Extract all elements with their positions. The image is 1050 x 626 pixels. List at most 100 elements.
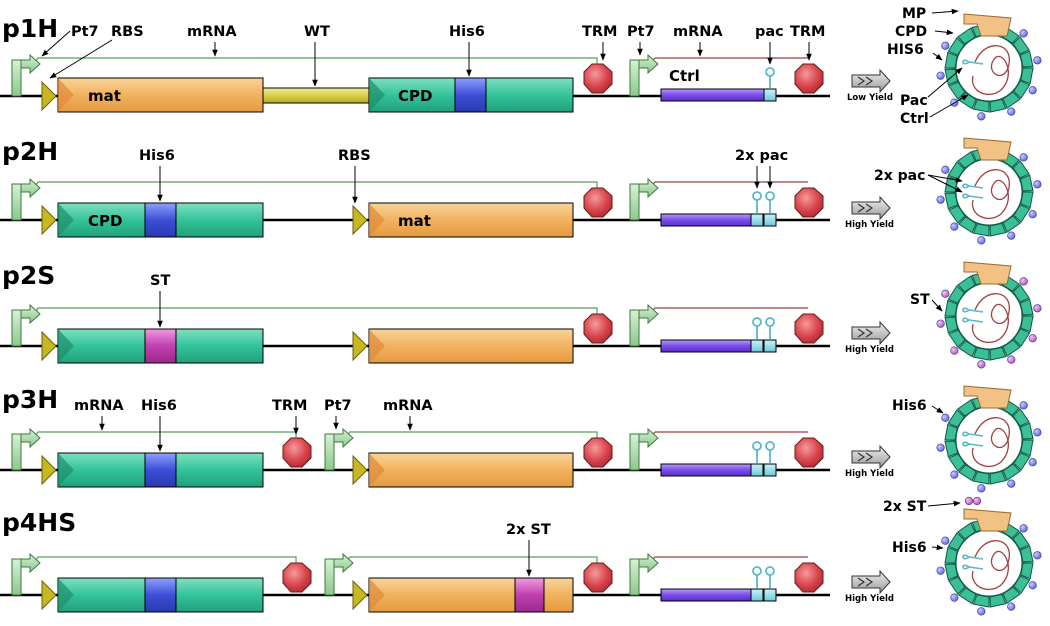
yield-arrow-icon	[851, 195, 891, 221]
box-label: mat	[88, 87, 121, 105]
ctrl-gene	[660, 339, 752, 353]
rbs-icon	[41, 80, 57, 112]
capsid-label-ctrl: Ctrl	[900, 111, 929, 127]
box-label: mat	[398, 212, 431, 230]
capsid-labels-row2: 2x pac	[874, 168, 963, 193]
annotation-trm: TRM	[582, 24, 618, 61]
svg-text:TRM: TRM	[582, 24, 618, 40]
annotation-mrna: mRNA	[74, 398, 124, 431]
svg-text:His6: His6	[449, 24, 485, 40]
cpd-gene: CPD	[57, 202, 264, 238]
capsid-label-his6: His6	[892, 398, 927, 414]
promoter-icon	[629, 53, 659, 97]
yield-arrow-icon	[851, 320, 891, 346]
promoter-icon	[11, 303, 41, 347]
pac-hairpin-icon	[752, 566, 775, 588]
mrna-line	[33, 181, 598, 202]
annotation-2x-st: 2x ST	[506, 522, 551, 577]
row-label: p4HS	[2, 508, 76, 537]
pac-hairpin-icon	[752, 317, 775, 339]
promoter-icon	[629, 552, 659, 596]
svg-text:Pt7: Pt7	[627, 24, 655, 40]
cpd-gene	[57, 577, 264, 613]
terminator-icon	[794, 437, 824, 468]
terminator-icon	[583, 313, 613, 344]
capsid-labels-row3: ST	[910, 292, 943, 312]
annotation-rbs: RBS	[338, 148, 371, 204]
capsid-particle-icon	[936, 496, 1042, 616]
svg-text:Pt7: Pt7	[71, 24, 99, 40]
mrna-line	[33, 556, 297, 577]
row-label: p2H	[2, 137, 58, 166]
mrna-line	[649, 307, 808, 315]
yield-label: High Yield	[845, 469, 894, 479]
promoter-icon	[629, 303, 659, 347]
mat-gene: mat	[368, 202, 574, 238]
terminator-icon	[583, 187, 613, 218]
annotation-pac: pac	[755, 24, 784, 65]
yield-label: High Yield	[845, 594, 894, 604]
capsid-label-cpd: CPD	[895, 24, 927, 40]
annotation-st: ST	[150, 273, 170, 328]
terminator-icon	[794, 313, 824, 344]
cpd-gene	[57, 452, 264, 488]
annotation-mrna-2: mRNA	[673, 24, 723, 57]
capsid-labels-row1: MP CPD HIS6 Pac Ctrl	[887, 6, 969, 127]
capsid-label-pac: Pac	[900, 93, 928, 109]
mrna-line	[344, 556, 598, 577]
ctrl-gene	[660, 463, 752, 477]
row-p3H: p3H	[0, 385, 894, 488]
capsid-label-st: ST	[910, 292, 930, 308]
rbs-icon	[352, 454, 368, 486]
box-label: CPD	[398, 87, 432, 105]
mat-gene: mat	[57, 77, 264, 113]
cpd-gene	[57, 328, 264, 364]
svg-text:mRNA: mRNA	[673, 24, 723, 40]
capsid-particle-icon	[936, 137, 1042, 245]
promoter-icon	[11, 177, 41, 221]
svg-text:TRM: TRM	[790, 24, 826, 40]
mrna-line	[344, 431, 598, 452]
svg-text:Pt7: Pt7	[324, 398, 352, 414]
yield-label: High Yield	[845, 345, 894, 355]
annotation-2x-pac: 2x pac	[735, 148, 788, 189]
mrna-line	[33, 307, 598, 328]
ctrl-gene	[660, 588, 752, 602]
svg-text:2x ST: 2x ST	[506, 522, 551, 538]
capsid-label-his6: His6	[892, 540, 927, 556]
capsid-labels-row4: His6	[892, 398, 944, 414]
box-label: Ctrl	[669, 67, 700, 85]
promoter-icon	[11, 552, 41, 596]
row-p2H: p2H CPD mat	[0, 137, 894, 238]
rbs-icon	[41, 330, 57, 362]
mat-gene	[368, 328, 574, 364]
svg-text:pac: pac	[755, 24, 784, 40]
annotation-trm: TRM	[272, 398, 308, 435]
his6-tag	[144, 202, 177, 238]
svg-text:mRNA: mRNA	[383, 398, 433, 414]
cpd-gene: CPD	[368, 77, 574, 113]
pac-site	[763, 213, 777, 227]
pac-site	[763, 588, 777, 602]
capsid-label-2x-pac: 2x pac	[874, 168, 925, 184]
svg-text:His6: His6	[139, 148, 175, 164]
promoter-icon	[629, 427, 659, 471]
rbs-icon	[41, 204, 57, 236]
yield-label: Low Yield	[847, 93, 893, 103]
pac-site	[750, 588, 764, 602]
ctrl-gene	[660, 88, 765, 102]
row-label: p1H	[2, 14, 58, 43]
his6-tag	[454, 77, 487, 113]
annotation-pt7: Pt7	[41, 24, 99, 57]
svg-text:RBS: RBS	[111, 24, 144, 40]
mrna-line	[649, 431, 808, 439]
promoter-icon	[11, 53, 41, 97]
promoter-icon	[324, 552, 354, 596]
svg-text:mRNA: mRNA	[74, 398, 124, 414]
terminator-icon	[282, 562, 312, 593]
st-tag	[514, 577, 545, 613]
capsid-particle-icon	[936, 385, 1042, 493]
capsid-label-his6: HIS6	[887, 42, 924, 58]
